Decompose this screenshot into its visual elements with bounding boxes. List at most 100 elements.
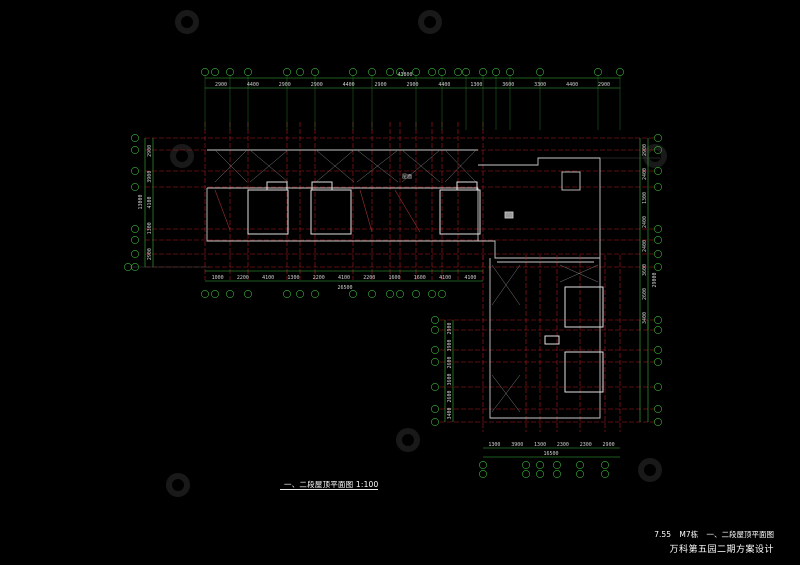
axis-bubble xyxy=(211,68,219,76)
dim-segment: 3600 xyxy=(502,82,514,88)
axis-bubble xyxy=(368,290,376,298)
axis-bubble xyxy=(438,290,446,298)
axis-bubble xyxy=(454,68,462,76)
axis-bubble xyxy=(654,346,662,354)
axis-bubble xyxy=(396,68,404,76)
title-block-header: 7.55 M7栋 一、二段屋顶平面图 xyxy=(654,529,774,540)
axis-bubble xyxy=(654,358,662,366)
axis-bubble xyxy=(244,68,252,76)
axis-bubble xyxy=(131,167,139,175)
axis-bubble xyxy=(211,290,219,298)
dim-mid-overall: 26500 xyxy=(337,285,352,291)
axis-bubble xyxy=(594,68,602,76)
dim-segment: 2900 xyxy=(147,145,153,157)
axis-bubble xyxy=(654,405,662,413)
dim-segment: 4100 xyxy=(338,275,350,281)
axis-bubble xyxy=(296,68,304,76)
axis-bubble xyxy=(283,290,291,298)
dim-segment: 2900 xyxy=(375,82,387,88)
axis-bubble xyxy=(349,68,357,76)
axis-bubble xyxy=(283,68,291,76)
dim-segment: 4100 xyxy=(262,275,274,281)
axis-bubble xyxy=(226,290,234,298)
dim-segment: 2300 xyxy=(580,442,592,448)
dim-segment: 3600 xyxy=(447,373,453,385)
dim-segment: 2600 xyxy=(447,390,453,402)
axis-bubble xyxy=(522,470,530,478)
dim-segment: 3300 xyxy=(534,82,546,88)
dim-segment: 4400 xyxy=(247,82,259,88)
axis-bubble xyxy=(654,383,662,391)
axis-bubble xyxy=(553,461,561,469)
dim-segment: 1300 xyxy=(147,222,153,234)
axis-bubble xyxy=(536,68,544,76)
axis-bubble xyxy=(201,68,209,76)
axis-bubble xyxy=(654,134,662,142)
grid-extensions xyxy=(130,157,660,268)
axis-bubble xyxy=(654,418,662,426)
dim-segment: 2200 xyxy=(237,275,249,281)
dim-lower-overall: 16500 xyxy=(543,451,558,457)
axis-bubble xyxy=(431,346,439,354)
dim-segment: 2200 xyxy=(363,275,375,281)
axis-bubble xyxy=(576,461,584,469)
axis-bubble xyxy=(536,461,544,469)
axis-bubble xyxy=(131,225,139,233)
axis-bubble xyxy=(131,134,139,142)
axis-bubble xyxy=(654,263,662,271)
dim-segment: 1600 xyxy=(389,275,401,281)
axis-bubble xyxy=(506,68,514,76)
dim-segment: 4400 xyxy=(566,82,578,88)
axis-bubble xyxy=(349,290,357,298)
axis-bubble xyxy=(412,290,420,298)
dim-segment: 2900 xyxy=(603,442,615,448)
axis-bubble xyxy=(654,316,662,324)
axis-bubble xyxy=(654,236,662,244)
axis-bubble xyxy=(428,68,436,76)
axis-bubble xyxy=(553,470,561,478)
axis-bubble xyxy=(201,290,209,298)
axis-bubble xyxy=(431,358,439,366)
dim-segment: 2400 xyxy=(642,168,648,180)
axis-bubble xyxy=(386,68,394,76)
dim-segment: 2900 xyxy=(279,82,291,88)
dim-segment: 3400 xyxy=(642,312,648,324)
axis-bubble xyxy=(428,290,436,298)
watermark xyxy=(166,10,667,497)
dim-segment: 2900 xyxy=(311,82,323,88)
dim-segment: 3400 xyxy=(447,407,453,419)
dim-segment: 4100 xyxy=(439,275,451,281)
axis-bubble xyxy=(311,68,319,76)
dim-segment: 4400 xyxy=(438,82,450,88)
dim-segment: 2200 xyxy=(313,275,325,281)
axis-bubble xyxy=(462,68,470,76)
axis-bubble xyxy=(654,326,662,334)
dim-segment: 2900 xyxy=(147,248,153,260)
dim-segment: 3900 xyxy=(511,442,523,448)
axis-bubble xyxy=(412,68,420,76)
axis-bubble xyxy=(492,68,500,76)
axis-bubble xyxy=(616,68,624,76)
axis-bubble xyxy=(131,250,139,258)
axis-bubbles xyxy=(124,68,662,478)
dimension-lines xyxy=(144,75,649,458)
dim-segment: 1300 xyxy=(642,192,648,204)
dim-segment: 3600 xyxy=(642,264,648,276)
axis-bubble xyxy=(479,470,487,478)
axis-bubble xyxy=(576,470,584,478)
dim-segment: 2900 xyxy=(406,82,418,88)
axis-bubble xyxy=(479,68,487,76)
dim-segment: 2600 xyxy=(642,288,648,300)
dim-segment: 1300 xyxy=(287,275,299,281)
axis-bubble xyxy=(368,68,376,76)
axis-bubble xyxy=(654,146,662,154)
axis-bubble xyxy=(438,68,446,76)
dim-segment: 1300 xyxy=(470,82,482,88)
drawing-title: 一、二段屋顶平面图 1:100 xyxy=(284,480,379,489)
axis-bubble xyxy=(386,290,394,298)
axis-bubble xyxy=(654,250,662,258)
axis-bubble xyxy=(601,461,609,469)
axis-bubble xyxy=(479,461,487,469)
